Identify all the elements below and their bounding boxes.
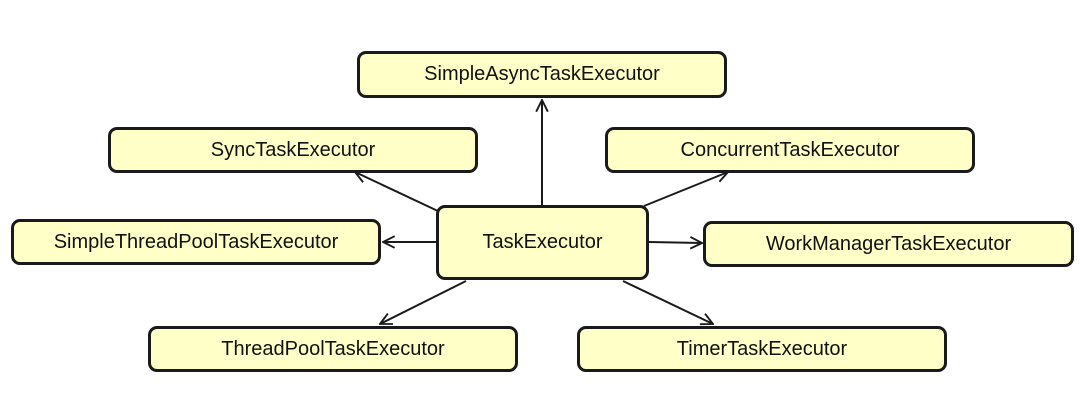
node-work-manager-task-executor: WorkManagerTaskExecutor	[703, 221, 1074, 267]
node-simple-async-task-executor: SimpleAsyncTaskExecutor	[357, 51, 727, 98]
node-thread-pool-task-executor: ThreadPoolTaskExecutor	[148, 326, 518, 372]
node-timer-task-executor: TimerTaskExecutor	[577, 326, 947, 372]
edge-to-thread-pool	[380, 280, 467, 324]
edge-to-work-manager	[648, 242, 702, 243]
edge-to-sync	[355, 172, 441, 213]
edge-to-timer	[622, 280, 713, 324]
node-concurrent-task-executor: ConcurrentTaskExecutor	[605, 127, 975, 173]
edge-to-concurrent	[643, 172, 728, 207]
node-task-executor: TaskExecutor	[436, 205, 649, 280]
node-sync-task-executor: SyncTaskExecutor	[108, 127, 478, 173]
node-simple-thread-pool-task-executor: SimpleThreadPoolTaskExecutor	[11, 219, 381, 265]
